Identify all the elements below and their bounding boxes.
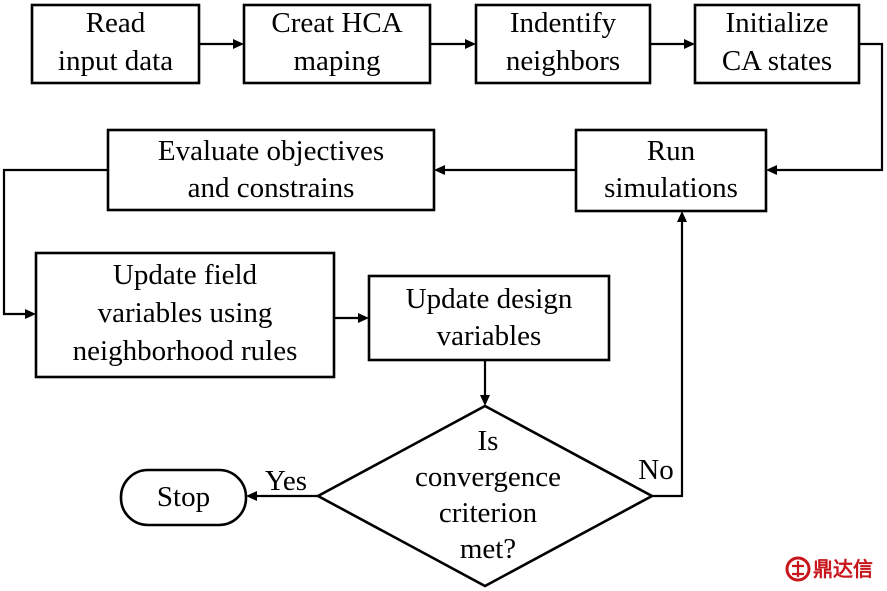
node-initialize-states: Initialize CA states [693,3,861,85]
read-input-line-2: input data [58,45,173,77]
node-create-mapping: Creat HCA maping [242,3,432,85]
arrow-initialize-to-run [766,42,884,175]
arrow-field-to-design [334,313,369,323]
watermark-text: 鼎达信 [813,557,873,581]
watermark: 鼎达信 [785,556,873,582]
yes-label: Yes [265,465,307,497]
node-stop: Stop [119,468,248,527]
stop-label: Stop [157,481,210,513]
node-update-design: Update design variables [367,274,611,362]
arrow-design-to-decision [480,360,490,406]
connectors [2,39,884,501]
update-field-line-1: Update field [113,259,258,291]
update-design-line-1: Update design [406,283,573,315]
convergence-line-3: criterion [439,497,538,529]
convergence-line-1: Is [478,425,499,457]
initialize-states-line-1: Initialize [725,7,828,39]
node-update-field: Update field variables using neighborhoo… [34,251,336,379]
identify-neighbors-line-1: Indentify [510,7,617,39]
arrow-decision-to-run [652,211,687,498]
read-input-line-1: Read [86,7,146,39]
arrow-decision-to-stop [246,491,318,501]
update-design-line-2: variables [437,320,542,352]
identify-neighbors-line-2: neighbors [506,45,620,77]
create-mapping-line-1: Creat HCA [271,7,402,39]
node-read-input: Read input data [30,3,201,85]
watermark-logo-icon [785,556,811,582]
node-convergence-decision: Is convergence criterion met? [315,404,655,588]
arrow-run-to-evaluate [434,165,576,175]
run-simulations-line-2: simulations [604,172,738,204]
convergence-line-2: convergence [415,461,561,493]
initialize-states-line-2: CA states [722,45,832,77]
node-identify-neighbors: Indentify neighbors [474,3,652,85]
evaluate-line-2: and constrains [188,172,355,204]
node-evaluate: Evaluate objectives and constrains [106,128,436,212]
convergence-line-4: met? [460,533,516,565]
arrow-read-to-create [199,39,244,49]
node-run-simulations: Run simulations [574,128,768,213]
no-label: No [638,454,673,486]
update-field-line-3: neighborhood rules [73,335,298,367]
arrow-identify-to-initialize [650,39,695,49]
run-simulations-line-1: Run [647,135,696,167]
arrow-evaluate-to-update-field [2,168,108,319]
update-field-line-2: variables using [98,297,273,329]
arrow-create-to-identify [430,39,476,49]
evaluate-line-1: Evaluate objectives [158,135,384,167]
create-mapping-line-2: maping [294,45,381,77]
